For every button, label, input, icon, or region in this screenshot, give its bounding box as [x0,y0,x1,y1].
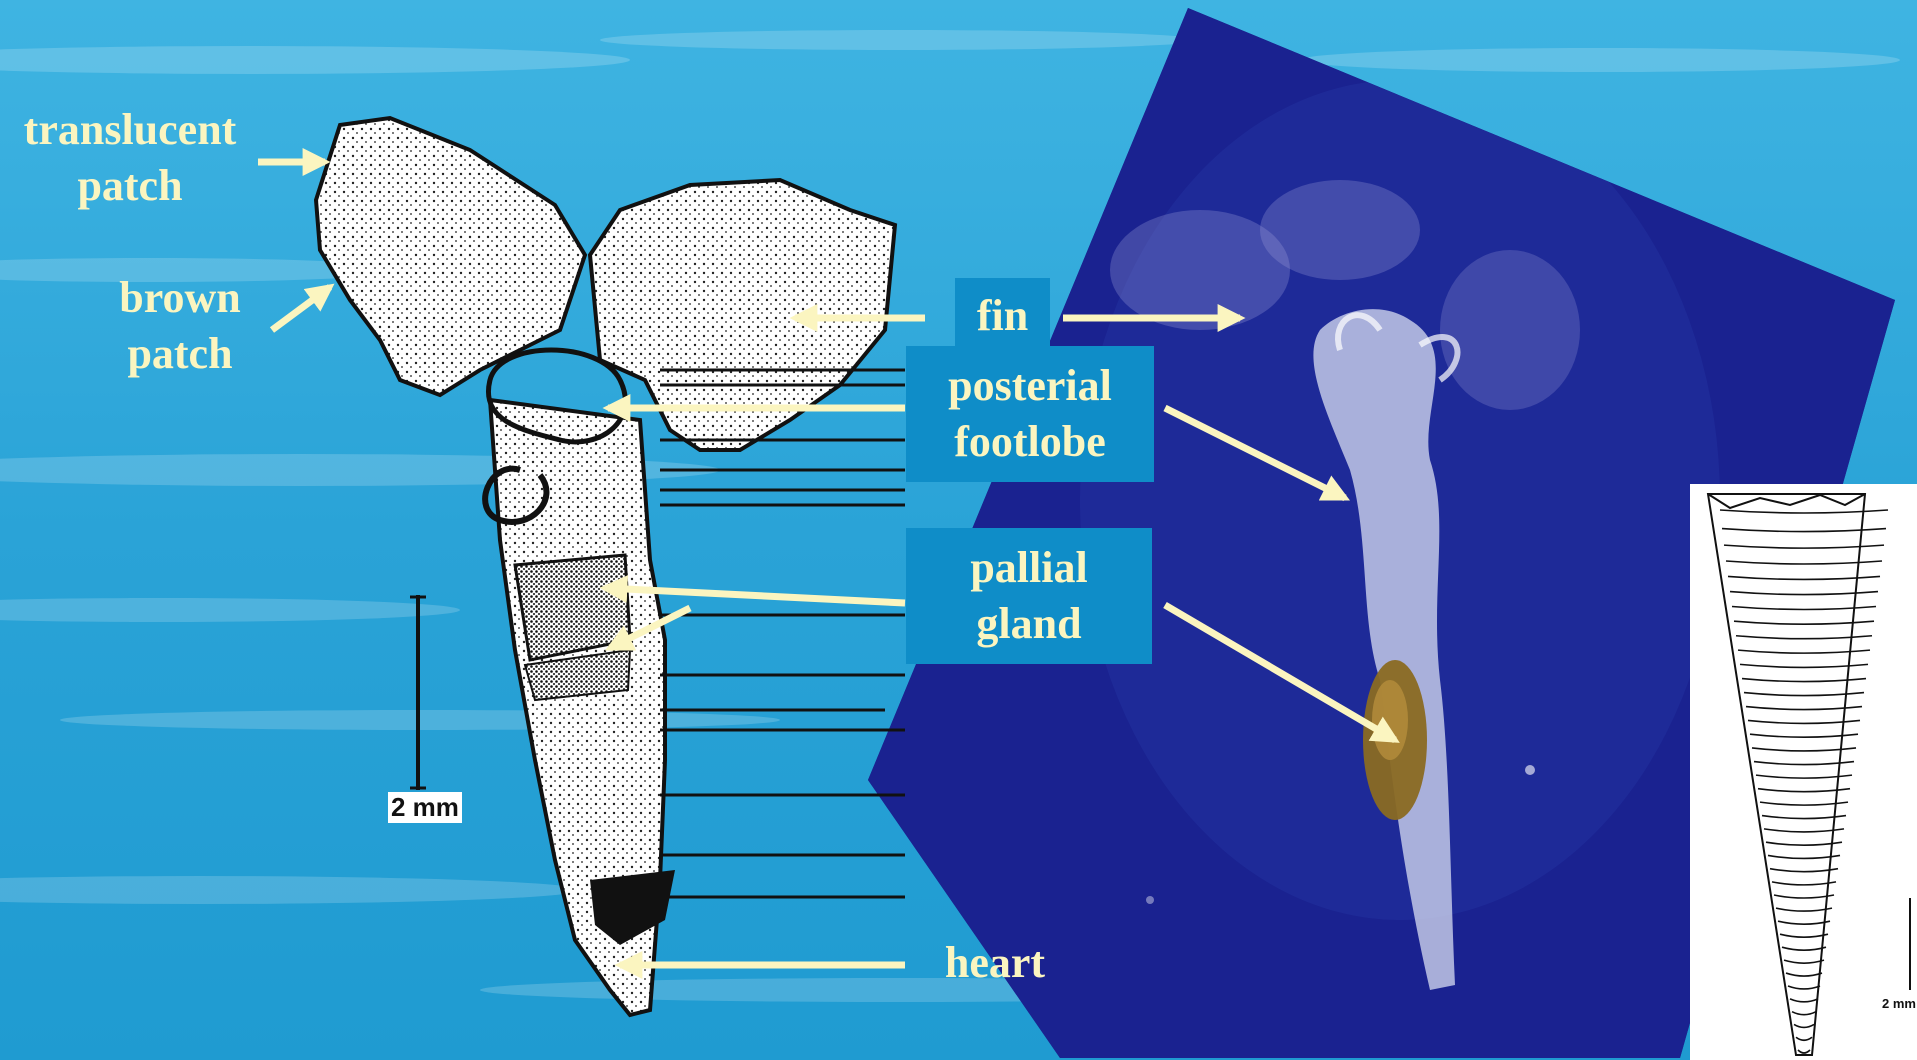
arrow-pallial-down [610,608,690,648]
arrow-pallial-photo [1165,605,1395,740]
arrow-brown-patch [272,287,330,330]
arrow-pallial-up [605,588,905,603]
label-brown-patch: brown patch [100,270,260,382]
label-posterior-footlobe: posterial footlobe [906,346,1154,482]
label-translucent-patch: translucent patch [6,102,254,214]
label-pallial-gland: pallial gland [906,528,1152,664]
arrow-footlobe-photo [1165,408,1345,498]
label-heart: heart [930,935,1060,991]
label-fin: fin [955,278,1050,354]
